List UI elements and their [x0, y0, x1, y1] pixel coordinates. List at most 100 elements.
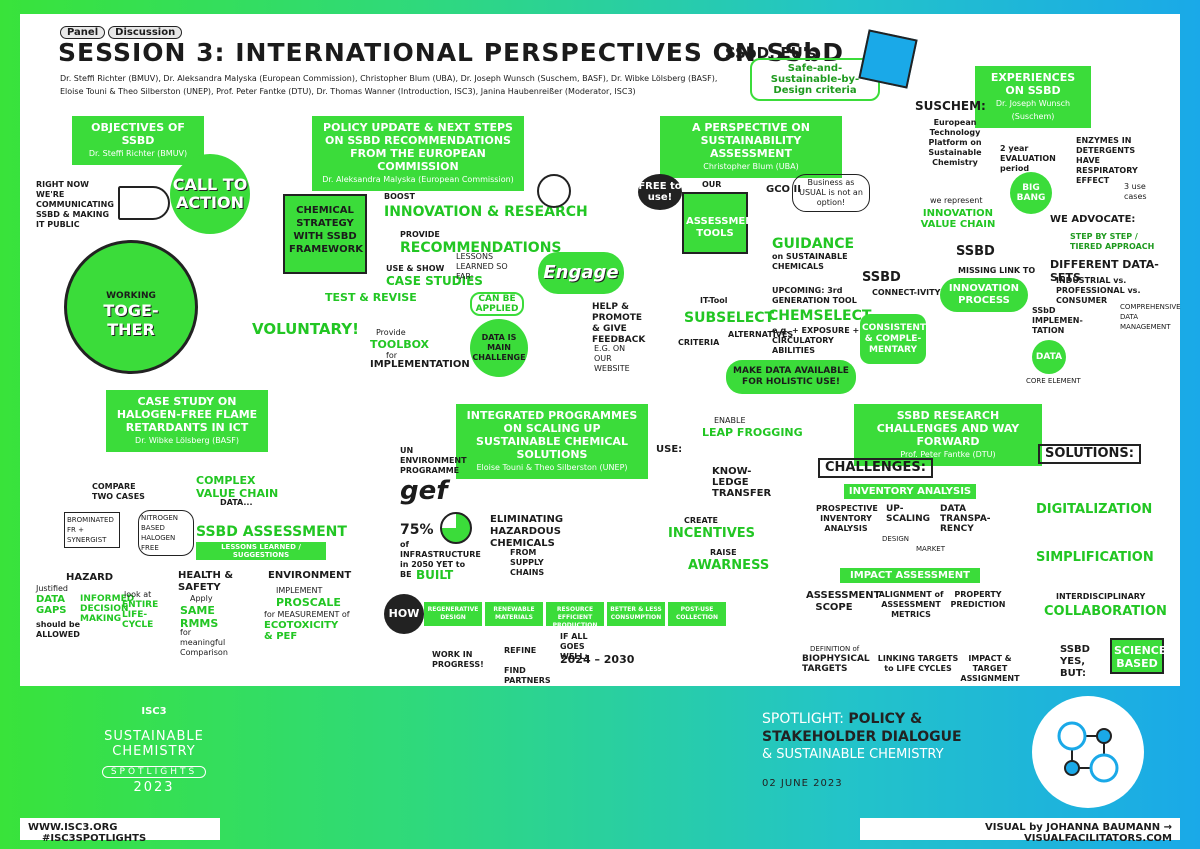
ssbd-eu-label: SSbD: EU's: [725, 44, 817, 62]
years-range: 2024 – 2030: [560, 653, 635, 666]
complex-value-chain: COMPLEX VALUE CHAIN: [196, 474, 279, 500]
measurement-label: for MEASUREMENT of: [264, 610, 350, 619]
gef-logo: gef: [400, 476, 448, 506]
advocate-label: WE ADVOCATE:: [1050, 214, 1136, 225]
year-text: 2023: [133, 780, 175, 795]
eu-flag-character-icon: [858, 29, 918, 89]
research-title-text: SSbD RESEARCH CHALLENGES AND WAY FORWARD: [876, 409, 1020, 448]
isc3-logo-text: ISC3: [141, 706, 167, 717]
halogen-title-text: CASE STUDY ON HALOGEN-FREE FLAME RETARDA…: [116, 395, 258, 434]
seventy-five-percent-pie: [440, 512, 472, 544]
enzymes-note: ENZYMES in DETERGENTS have RESPIRATORY E…: [1076, 136, 1138, 185]
innovation-value-chain: INNOVATION VALUE CHAIN: [920, 208, 996, 230]
eliminating-hazardous: ELIMINATING HAZARDOUS CHEMICALS: [490, 514, 564, 549]
challenges-label: CHALLENGES:: [818, 458, 933, 478]
look-at-label: look at: [124, 590, 152, 599]
experiences-title-text: EXPERIENCES ON SSbD: [990, 71, 1076, 97]
perspective-title: A PERSPECTIVE ON SUSTAINABILITY ASSESSME…: [660, 116, 842, 178]
built-label: BUILT: [416, 568, 454, 582]
experiences-speaker: Dr. Joseph Wunsch (Suschem): [995, 99, 1071, 121]
make-data-available: MAKE DATA AVAILABLE for holistic use!: [726, 360, 856, 394]
knowledge-transfer: KNOW-LEDGE TRANSFER: [712, 466, 772, 499]
policy-label: POLICY &: [848, 711, 923, 727]
interdisciplinary: INTERDISCIPLINARY: [1056, 592, 1146, 601]
hazard-label: HAZARD: [66, 572, 114, 583]
ecotoxicity-pef: ECOTOXICITY & PEF: [264, 620, 339, 642]
case-studies: CASE STUDIES: [386, 274, 483, 288]
same-rmms: SAME RMMs: [180, 604, 219, 630]
perspective-title-text: A PERSPECTIVE ON SUSTAINABILITY ASSESSME…: [692, 121, 810, 160]
together-text: TOGE-THER: [103, 301, 159, 339]
data-challenge-badge: DATA IS MAIN CHALLENGE: [470, 319, 528, 377]
stakeholder-network-icon: [1032, 696, 1144, 808]
integrated-title: INTEGRATED PROGRAMMES ON SCALING UP SUST…: [456, 404, 648, 479]
guidance: GUIDANCE: [772, 236, 855, 252]
data-transparency: DATA TRANSPA-RENCY: [940, 504, 991, 534]
alternatives-label: ALTERNATIVES: [728, 330, 794, 339]
chemselect: CHEMSELECT: [768, 308, 872, 324]
step-collection: POST-USE COLLECTION: [668, 602, 726, 626]
entire-lifecycle: ENTIRE LIFE-CYCLE: [122, 600, 159, 630]
objectives-title-text: OBJECTIVES OF SSbD: [91, 121, 185, 147]
isc3-url[interactable]: WWW.ISC3.ORG: [28, 822, 118, 833]
speakers-line-1: Dr. Steffi Richter (BMUV), Dr. Aleksandr…: [60, 74, 718, 83]
simplification: SIMPLIFICATION: [1036, 550, 1154, 565]
circular-steps: REGENERATIVE DESIGN RENEWABLE MATERIALS …: [424, 602, 726, 629]
research-speaker: Prof. Peter Fantke (DTU): [900, 450, 996, 459]
exposure-note: e.g. + EXPOSURE + CIRCULATORY ABILITIES: [772, 326, 860, 355]
voluntary: VOLUNTARY!: [252, 320, 359, 338]
toolbox: TOOLBOX: [370, 338, 430, 351]
hashtag: #ISC3SPOTLIGHTS: [42, 833, 147, 844]
enable-label: ENABLE: [714, 416, 746, 425]
ssbd-assessment: SSbD ASSESSMENT: [196, 524, 347, 540]
ssbd-missing-label: SSbD: [956, 244, 995, 259]
infra-note: of INFRASTRUCTURE in 2050 YET to BE: [400, 540, 481, 579]
suschem-platform: European Technology Platform on Sustaina…: [928, 118, 982, 167]
brominated-label: BROMINATED FR + SYNERGIST: [64, 512, 120, 548]
should-be-allowed: should be ALLOWED: [36, 620, 81, 639]
apply-label: Apply: [190, 594, 213, 603]
core-element: CORE ELEMENT: [1026, 377, 1081, 385]
step-renewable: RENEWABLE MATERIALS: [485, 602, 543, 626]
impact-assessment: IMPACT ASSESSMENT: [840, 568, 980, 583]
digitalization: DIGITALIZATION: [1036, 502, 1153, 517]
subselect: SUBSELECT: [684, 310, 775, 326]
industrial-vs-consumer: INDUSTRIAL vs. PROFESSIONAL vs. CONSUMER: [1056, 276, 1141, 305]
lessons-learned-bar: LESSONS LEARNED / SUGGESTIONS: [196, 542, 326, 560]
can-be-applied: CAN BE APPLIED: [470, 292, 524, 316]
criteria-label: CRITERIA: [678, 338, 720, 347]
provide-2: Provide: [376, 328, 406, 337]
speakers-line-2: Eloise Touni & Theo Silberston (UNEP), P…: [60, 87, 636, 96]
inventory-analysis: INVENTORY ANALYSIS: [844, 484, 976, 499]
isc3-logo-block: ISC3 SUSTAINABLE CHEMISTRY SPOTLIGHTS 20…: [84, 706, 224, 795]
un-environment: UN ENVIRONMENT PROGRAMME: [400, 446, 467, 475]
connectivity-label: CONNECT-IVITY: [872, 288, 941, 297]
assessment-scope: ASSESSMENT SCOPE: [806, 590, 881, 613]
session-title: SESSION 3: INTERNATIONAL PERSPECTIVES ON…: [58, 38, 845, 67]
refine-label: REFINE: [504, 646, 537, 655]
big-bang-badge: BIG BANG: [1010, 172, 1052, 214]
linking-targets: LINKING TARGETS to LIFE CYCLES: [877, 654, 959, 673]
from-supply-chains: FROM SUPPLY CHAINS: [510, 548, 545, 577]
meaningful-comparison: for meaningful Comparison: [180, 628, 228, 657]
sustainable-text: SUSTAINABLE: [104, 729, 204, 744]
spotlight-label: SPOTLIGHT:: [762, 711, 844, 727]
step-resource: RESOURCE EFFICIENT PRODUCTION: [546, 602, 604, 629]
recommendations: RECOMMENDATIONS: [400, 240, 562, 256]
step-by-step: STEP by STEP / TIERED APPROACH: [1070, 232, 1155, 251]
tag-panel: Panel: [60, 26, 106, 39]
halogen-speaker: Dr. Wibke Lölsberg (BASF): [135, 436, 239, 445]
data-gaps: DATA GAPS: [36, 594, 67, 616]
science-based-badge: SCIENCE-BASED: [1110, 638, 1171, 674]
incentives: INCENTIVES: [668, 526, 756, 541]
implement-label: IMPLEMENT: [276, 586, 323, 595]
comprehensive-data: COMPREHENSIVE DATA MANAGEMENT: [1120, 303, 1181, 331]
assessment-tools-box: ASSESSMENT TOOLS: [682, 192, 760, 254]
working-together-text: WORKING TOGE-THER: [91, 291, 171, 339]
perspective-speaker: Christopher Blum (UBA): [703, 162, 799, 171]
lightbulb-icon: [537, 174, 571, 208]
guidance-sub: on SUSTAINABLE CHEMICALS: [772, 252, 848, 271]
gco-label: GCO II: [766, 184, 801, 195]
represent-label: we represent: [930, 196, 983, 205]
